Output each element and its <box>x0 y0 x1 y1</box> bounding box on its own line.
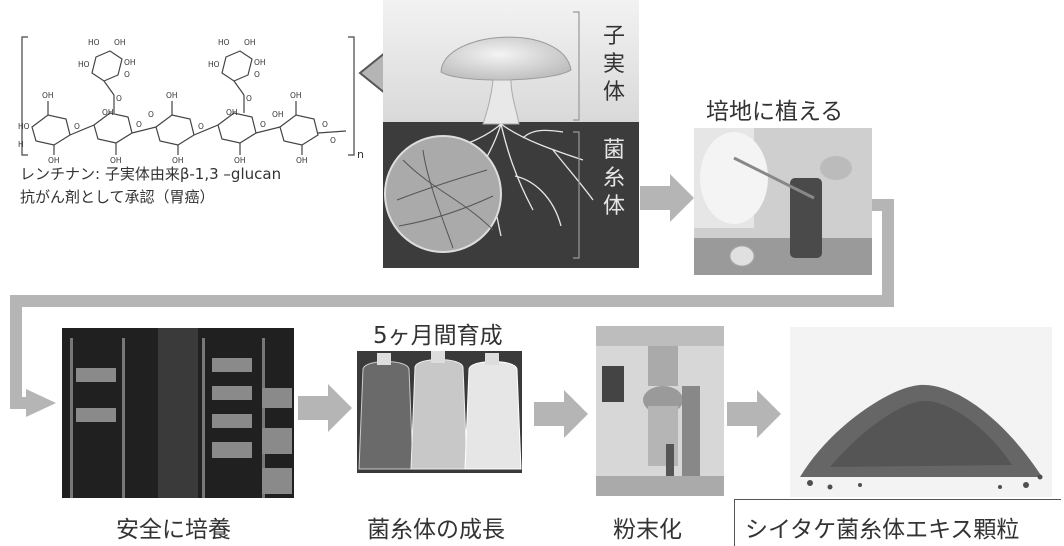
repeat-unit-subscript: n <box>357 148 364 161</box>
atom-label: OH <box>272 110 284 119</box>
atom-label: HO <box>218 38 230 47</box>
cultivation-photo <box>62 328 294 498</box>
cultivation-label: 安全に培養 <box>116 517 231 543</box>
atom-label: O <box>116 94 122 103</box>
atom-label: OH <box>42 91 54 100</box>
atom-label: H <box>18 140 24 149</box>
lentinan-caption: レンチナン: 子実体由来β-1,3 –glucan <box>20 165 282 183</box>
atom-label: O <box>124 70 130 79</box>
atom-label: O <box>260 120 266 129</box>
mycelium-bags-photo <box>357 351 522 473</box>
product-label: シイタケ菌糸体エキス顆粒 <box>745 517 1020 543</box>
flow-arrow-icon <box>534 390 588 438</box>
atom-label: O <box>74 122 80 131</box>
atom-label: OH <box>290 91 302 100</box>
atom-label: OH <box>124 58 136 67</box>
growth-period-label: 5ヶ月間育成 <box>373 323 503 349</box>
atom-label: OH <box>172 156 184 165</box>
atom-label: O <box>198 122 204 131</box>
atom-label: OH <box>114 38 126 47</box>
mushroom-mycelium-illustration <box>383 0 639 268</box>
atom-label: O <box>148 110 154 119</box>
approval-caption: 抗がん剤として承認（胃癌） <box>20 188 215 206</box>
atom-label: OH <box>226 108 238 117</box>
atom-label: OH <box>296 156 308 165</box>
granules-photo <box>790 327 1052 497</box>
mycelium-char: 菌 <box>602 138 625 163</box>
atom-label: OH <box>110 156 122 165</box>
atom-label: OH <box>254 58 266 67</box>
flow-connector <box>10 199 894 417</box>
atom-label: O <box>330 136 336 145</box>
atom-label: HO <box>78 60 90 69</box>
mycelium-char: 糸 <box>602 166 625 191</box>
lentinan-structure: HO OH O HO O OH HO OH O HO O OH OH OH OH… <box>18 36 355 165</box>
atom-label: HO <box>88 38 100 47</box>
fruiting-body-char: 子 <box>602 24 625 49</box>
mycelium-char: 体 <box>602 194 625 219</box>
powder-equipment-photo <box>596 326 724 496</box>
flow-arrow-icon <box>640 174 694 222</box>
atom-label: OH <box>244 38 256 47</box>
powder-label: 粉末化 <box>613 517 682 543</box>
flow-arrow-icon <box>298 384 352 432</box>
fruiting-body-char: 体 <box>602 80 625 105</box>
atom-label: O <box>254 70 260 79</box>
atom-label: OH <box>166 91 178 100</box>
atom-label: OH <box>48 156 60 165</box>
atom-label: OH <box>234 156 246 165</box>
mycelium-growth-label: 菌糸体の成長 <box>367 517 505 543</box>
atom-label: O <box>322 120 328 129</box>
planting-photo <box>694 128 872 275</box>
atom-label: O <box>136 120 142 129</box>
product-label-box <box>734 499 1061 546</box>
atom-label: HO <box>208 60 220 69</box>
atom-label: OH <box>102 108 114 117</box>
planting-label: 培地に植える <box>706 99 844 125</box>
atom-label: HO <box>18 122 30 131</box>
atom-label: O <box>246 94 252 103</box>
flow-arrow-icon <box>727 390 781 438</box>
fruiting-body-char: 実 <box>602 52 625 77</box>
